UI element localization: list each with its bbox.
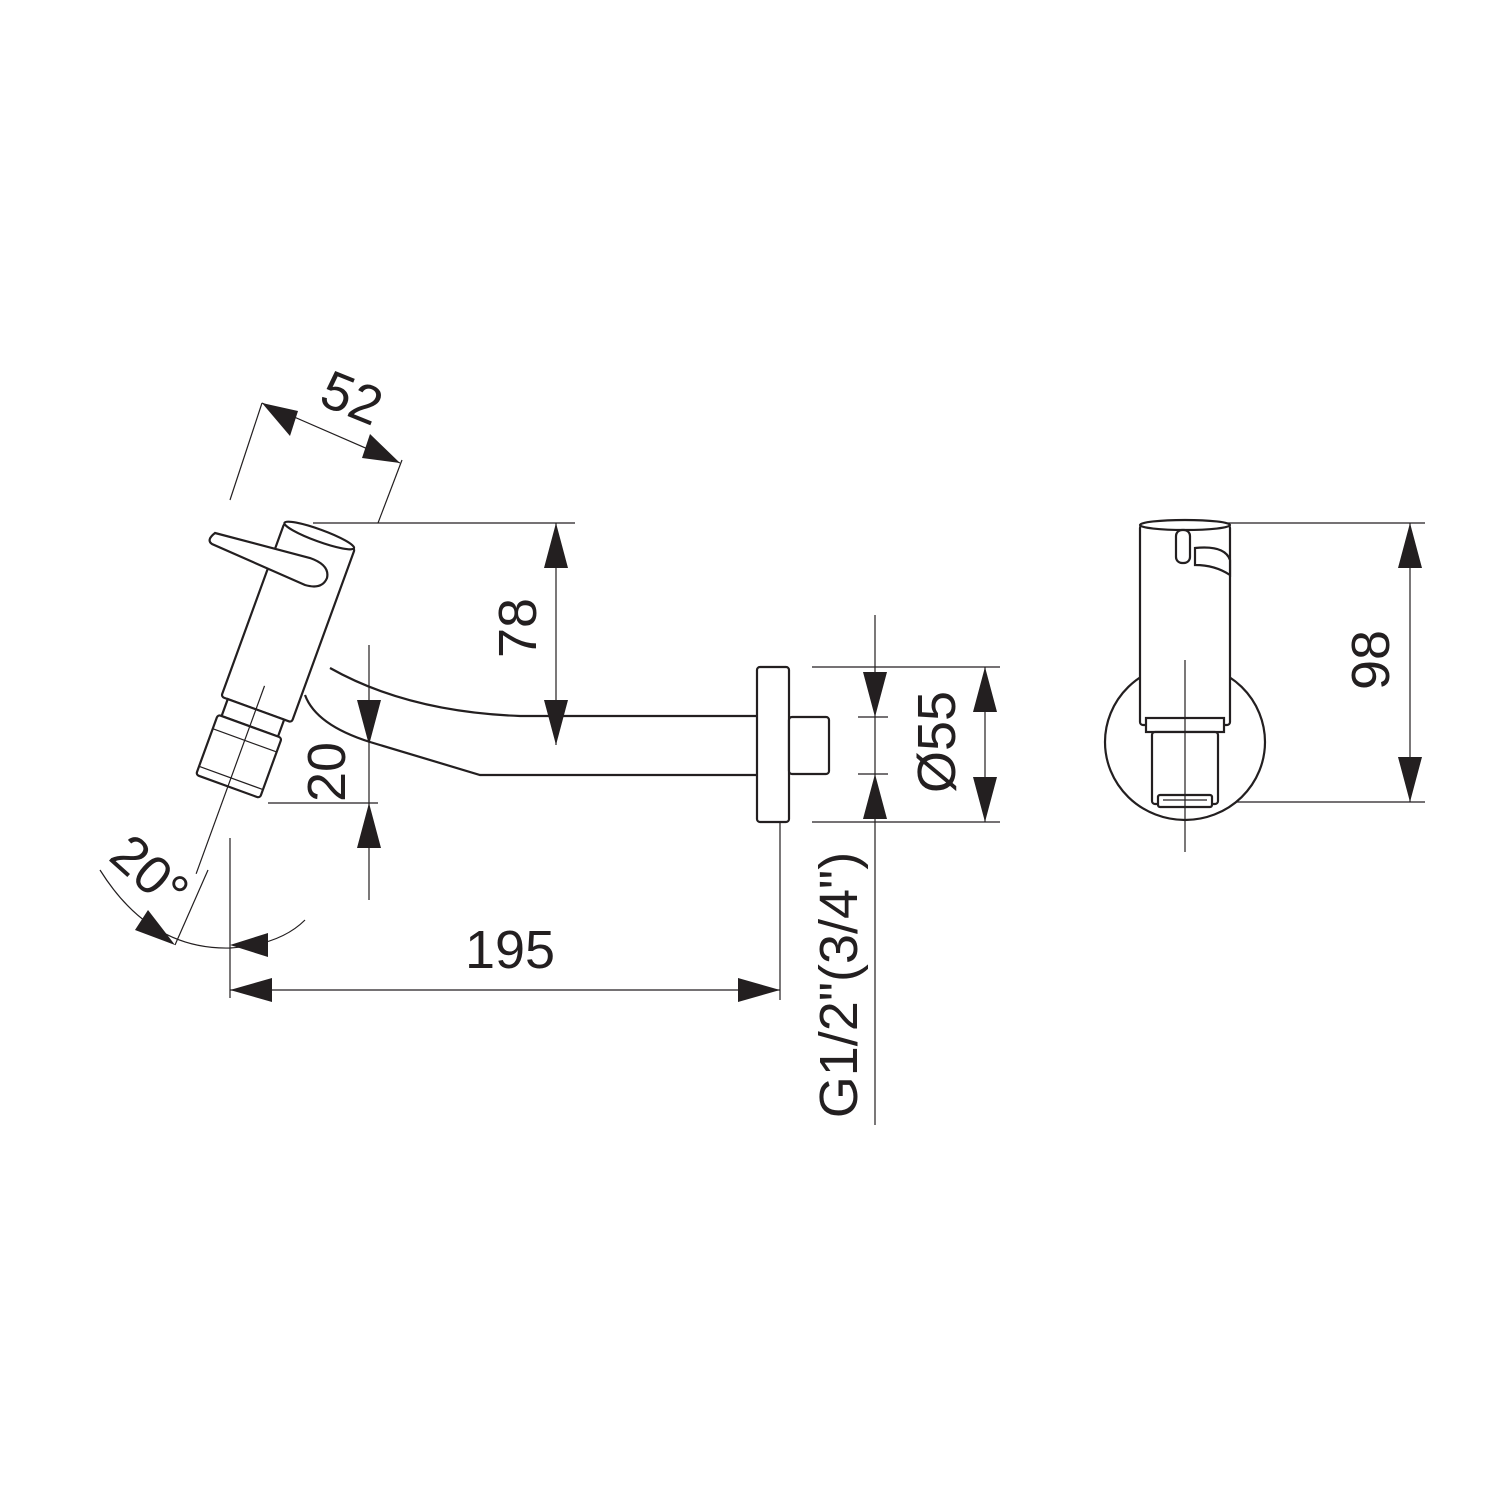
dim-195-label: 195 bbox=[465, 920, 555, 980]
thread-connector bbox=[787, 715, 831, 776]
dim-diameter-label: Ø55 bbox=[907, 691, 967, 793]
angle-label: 20° bbox=[99, 823, 200, 922]
front-view bbox=[1103, 518, 1267, 852]
thread-label: G1/2"(3/4") bbox=[809, 852, 869, 1118]
front-lever bbox=[1193, 546, 1232, 578]
lever-handle bbox=[208, 531, 329, 588]
dimension-lines bbox=[99, 402, 1425, 1125]
dim-20-label: 20 bbox=[297, 742, 357, 802]
spout-pipe bbox=[303, 667, 757, 777]
side-view bbox=[195, 520, 831, 875]
dim-78-label: 78 bbox=[488, 598, 548, 658]
dim-98-label: 98 bbox=[1341, 630, 1401, 690]
wall-rosette bbox=[755, 665, 791, 824]
dim-52-label: 52 bbox=[313, 359, 391, 437]
